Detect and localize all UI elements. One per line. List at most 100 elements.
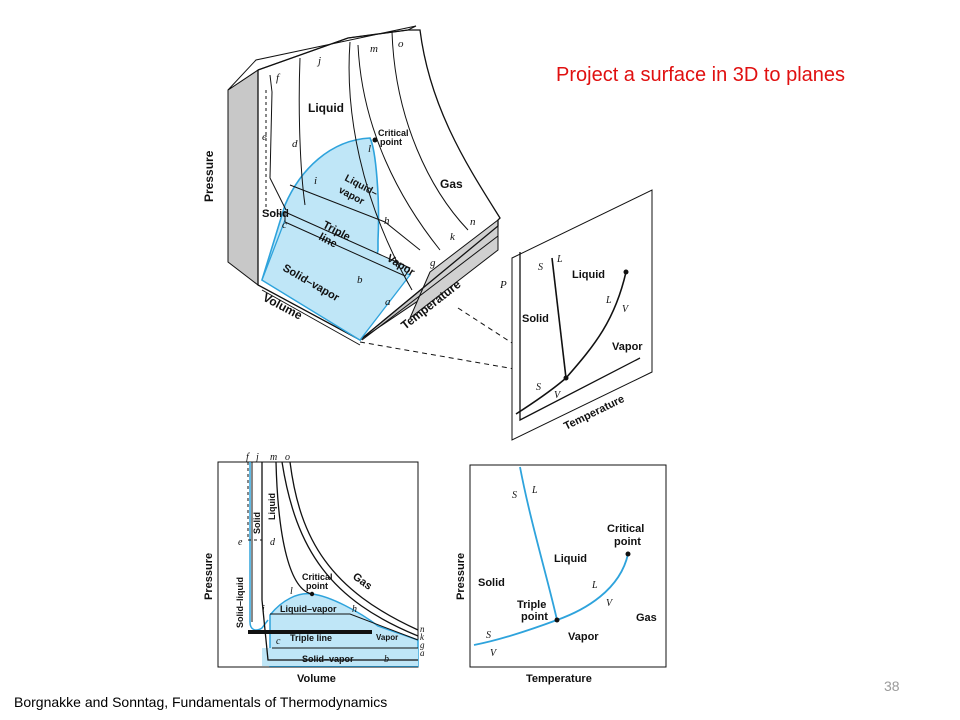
pt-triple-point (563, 375, 569, 381)
pv-point-l: l (290, 586, 293, 597)
pt2-s1-label: S (512, 490, 517, 501)
pt2-liquid-label: Liquid (554, 553, 587, 565)
pt2-v1-label: V (606, 598, 614, 609)
pt2-l2-label: L (591, 580, 598, 591)
pt-l1-label: L (556, 254, 563, 265)
pv-critical-label-2: point (306, 581, 328, 591)
pt2-pressure-label: Pressure (455, 553, 467, 600)
pv-point-h: h (352, 604, 357, 615)
pv-liquid-vapor-label: Liquid–vapor (280, 604, 337, 614)
isotherm-m (348, 41, 413, 291)
pt-vaporization-curve-2 (556, 553, 629, 621)
region-gas: Gas (440, 177, 463, 191)
pt2-critical-label-2: point (614, 536, 641, 548)
pt-critical-dot (625, 551, 631, 557)
volume-axis-line (261, 289, 361, 346)
pt-s1-label: S (538, 262, 543, 273)
pt2-vapor-label: Vapor (568, 631, 599, 643)
critical-point-marker (372, 137, 378, 143)
pv-isobar-h (270, 613, 419, 641)
solid-vapor-strip (261, 219, 412, 341)
pv-point-f: f (246, 452, 250, 463)
pvt-surface-3d: Pressure Volume Temperature Liquid Gas S… (202, 25, 501, 346)
pt-frame (469, 464, 667, 668)
pt2-v2-label: V (490, 648, 498, 659)
pv-point-b: b (384, 654, 389, 665)
pressure-axis-label: Pressure (202, 150, 216, 202)
temperature-axis-line (361, 235, 499, 341)
pt2-critical-label-1: Critical (607, 523, 644, 535)
pv-point-c: c (276, 636, 281, 647)
pt-v1-label: V (622, 304, 630, 315)
pt-solid-label: Solid (522, 313, 549, 325)
surface-outline (257, 29, 501, 341)
point-label-k: k (450, 231, 456, 243)
pt-p-label: P (499, 279, 507, 291)
pv-point-a: a (420, 648, 425, 658)
isotherm-n (357, 44, 441, 251)
point-label-n: n (470, 216, 476, 228)
point-label-d: d (292, 138, 298, 150)
pt2-l1-label: L (531, 485, 538, 496)
pv-critical-label-1: Critical (302, 572, 333, 582)
pt2-triple-label-2: point (521, 611, 548, 623)
critical-point-label-1: Critical (378, 128, 409, 138)
pv-point-n: n (420, 624, 425, 634)
point-label-i: i (314, 175, 317, 187)
pv-point-d: d (270, 537, 276, 548)
pt-diagram: Pressure Temperature Solid Liquid Vapor … (455, 464, 667, 685)
pt-vaporization-curve (565, 271, 627, 379)
isotherm-j (298, 57, 306, 206)
slide-title: Project a surface in 3D to planes (556, 64, 846, 86)
dashed-path-e (265, 90, 284, 216)
pv-triple-line-label: Triple line (290, 633, 332, 643)
pv-pressure-label: Pressure (203, 553, 215, 600)
pt2-gas-label: Gas (636, 612, 657, 624)
pt-sublimation-curve-2 (473, 619, 558, 646)
pv-point-i: i (262, 604, 265, 615)
pt2-s2-label: S (486, 630, 491, 641)
point-label-a: a (385, 296, 391, 308)
pv-point-g: g (420, 640, 425, 650)
point-label-g: g (430, 257, 436, 269)
point-label-j: j (316, 55, 321, 67)
pv-point-m: m (270, 452, 277, 463)
pt-liquid-label: Liquid (572, 269, 605, 281)
page-number: 38 (884, 678, 900, 694)
pt-critical-point (623, 269, 629, 275)
point-label-o: o (398, 38, 404, 50)
pt2-triple-label-1: Triple (517, 599, 546, 611)
projected-pt-plane: P Temperature Solid Liquid Vapor S L L V… (499, 189, 653, 441)
pt-vapor-label: Vapor (612, 341, 643, 353)
pv-isotherm-j (261, 462, 418, 661)
pv-point-o: o (285, 452, 290, 463)
pt-plane-frame (511, 189, 653, 441)
isotherm-o (391, 31, 469, 231)
pv-point-e: e (238, 537, 243, 548)
pv-point-k: k (420, 632, 425, 642)
pv-critical-point (309, 591, 315, 597)
pv-isotherm-n (281, 461, 419, 637)
pt-sublimation-curve (515, 377, 567, 415)
pt2-temperature-label: Temperature (526, 673, 592, 685)
pv-solid-vapor-label: Solid–vapor (302, 654, 354, 664)
pt-fusion-line (551, 257, 567, 379)
pv-solid-liquid-label: Solid–liquid (235, 577, 245, 628)
pv-diagram: Pressure Volume Solid–liquid Solid Liqui… (203, 452, 425, 685)
pv-dashed-line (247, 462, 262, 541)
point-label-f: f (276, 72, 281, 84)
pt-s2-label: S (536, 382, 541, 393)
point-label-b: b (357, 274, 363, 286)
region-solid: Solid (262, 208, 289, 220)
pv-solid-label: Solid (252, 512, 262, 534)
point-label-m: m (370, 43, 378, 55)
critical-point-label-2: point (380, 137, 402, 147)
pt-l2-label: L (605, 295, 612, 306)
pt2-solid-label: Solid (478, 577, 505, 589)
point-label-h: h (384, 215, 390, 227)
point-label-l: l (368, 143, 371, 155)
point-label-c: c (282, 219, 287, 231)
pv-vapor-label: Vapor (376, 633, 398, 642)
pv-solid-liquid-curve (249, 462, 269, 631)
